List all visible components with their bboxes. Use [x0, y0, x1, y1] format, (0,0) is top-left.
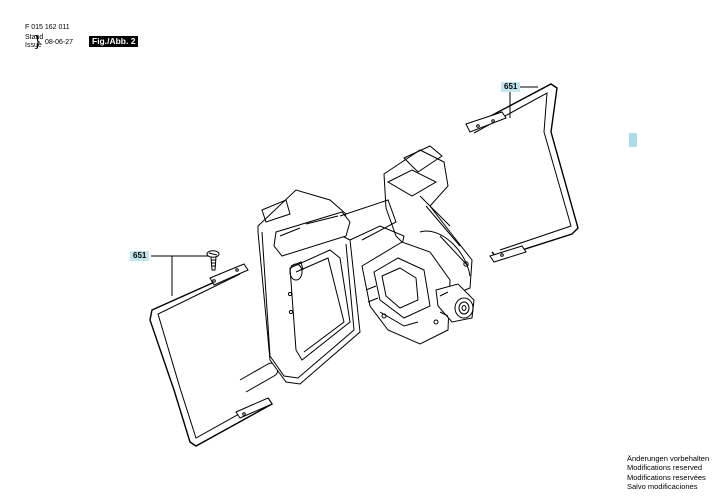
issue-label: Issue	[25, 42, 42, 49]
figure-label: Fig./Abb. 2	[89, 36, 139, 47]
bracket-right	[465, 83, 579, 263]
note-spanish: Salvo modificaciones	[627, 482, 698, 492]
issue-date: 08-06-27	[45, 39, 74, 46]
part-label-651-right: 651	[501, 82, 521, 92]
brace-symbol: }	[35, 33, 41, 50]
part-label-651-left: 651	[130, 251, 150, 261]
stand-label: Stand	[25, 34, 44, 41]
note-english: Modifications reserved	[627, 463, 703, 473]
document-number: F 015 162 011	[25, 24, 70, 31]
screw	[206, 250, 220, 271]
housing	[239, 145, 475, 393]
note-french: Modifications reservées	[627, 472, 706, 482]
footer-notes: Änderungen vorbehalten Modifications res…	[627, 454, 709, 492]
color-swatch	[629, 133, 637, 147]
bracket-left	[149, 263, 274, 447]
note-german: Änderungen vorbehalten	[627, 454, 710, 463]
leader-line-left	[151, 255, 173, 296]
